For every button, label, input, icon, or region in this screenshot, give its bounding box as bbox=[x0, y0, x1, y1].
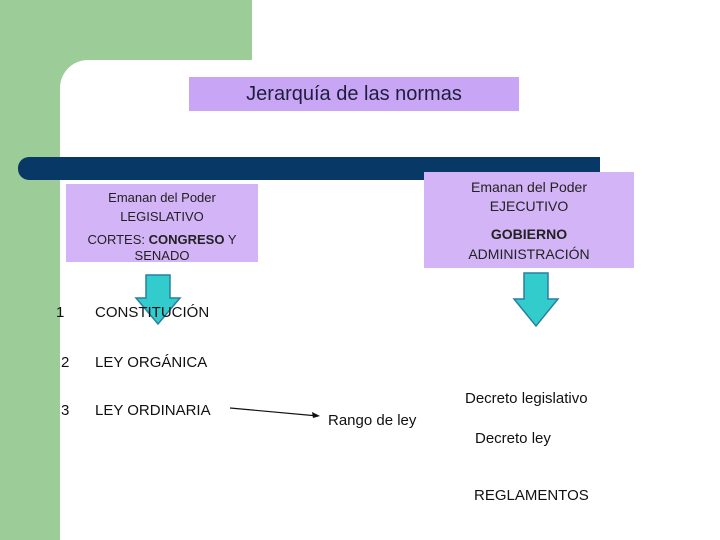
decreto-ley-label: Decreto ley bbox=[475, 430, 551, 447]
legislativo-line3-prefix: CORTES: bbox=[87, 232, 149, 247]
arrow-right-connector bbox=[229, 407, 320, 418]
row-label-ley-organica: LEY ORGÁNICA bbox=[95, 354, 208, 371]
arrow-down-legislativo bbox=[134, 274, 182, 326]
background-green-left bbox=[0, 0, 60, 540]
legislativo-line3: CORTES: CONGRESO Y bbox=[60, 232, 264, 247]
row-number-3: 3 bbox=[61, 402, 70, 419]
ejecutivo-line1: Emanan del Poder bbox=[471, 179, 587, 195]
decreto-legislativo-label: Decreto legislativo bbox=[465, 390, 588, 407]
reglamentos-label: REGLAMENTOS bbox=[474, 487, 589, 504]
legislativo-line1: Emanan del Poder bbox=[108, 190, 216, 205]
title-box: Jerarquía de las normas bbox=[189, 77, 519, 111]
legislativo-box bbox=[66, 184, 258, 262]
arrow-down-ejecutivo bbox=[512, 272, 560, 328]
row-number-1: 1 bbox=[56, 304, 65, 321]
ejecutivo-box bbox=[424, 172, 634, 268]
row-label-constitucion: CONSTITUCIÓN bbox=[95, 304, 210, 321]
legislativo-line4: SENADO bbox=[134, 248, 190, 263]
row-label-ley-ordinaria: LEY ORDINARIA bbox=[95, 402, 211, 419]
rango-de-ley-label: Rango de ley bbox=[328, 412, 417, 429]
legislativo-congreso: CONGRESO bbox=[148, 232, 225, 247]
ejecutivo-line2: EJECUTIVO bbox=[489, 198, 569, 214]
ejecutivo-line4: ADMINISTRACIÓN bbox=[468, 246, 590, 262]
page-title: Jerarquía de las normas bbox=[246, 82, 462, 105]
ejecutivo-line3: GOBIERNO bbox=[490, 226, 568, 242]
legislativo-line3-suffix: Y bbox=[224, 232, 237, 247]
legislativo-line2: LEGISLATIVO bbox=[120, 209, 204, 224]
row-number-2: 2 bbox=[61, 354, 70, 371]
